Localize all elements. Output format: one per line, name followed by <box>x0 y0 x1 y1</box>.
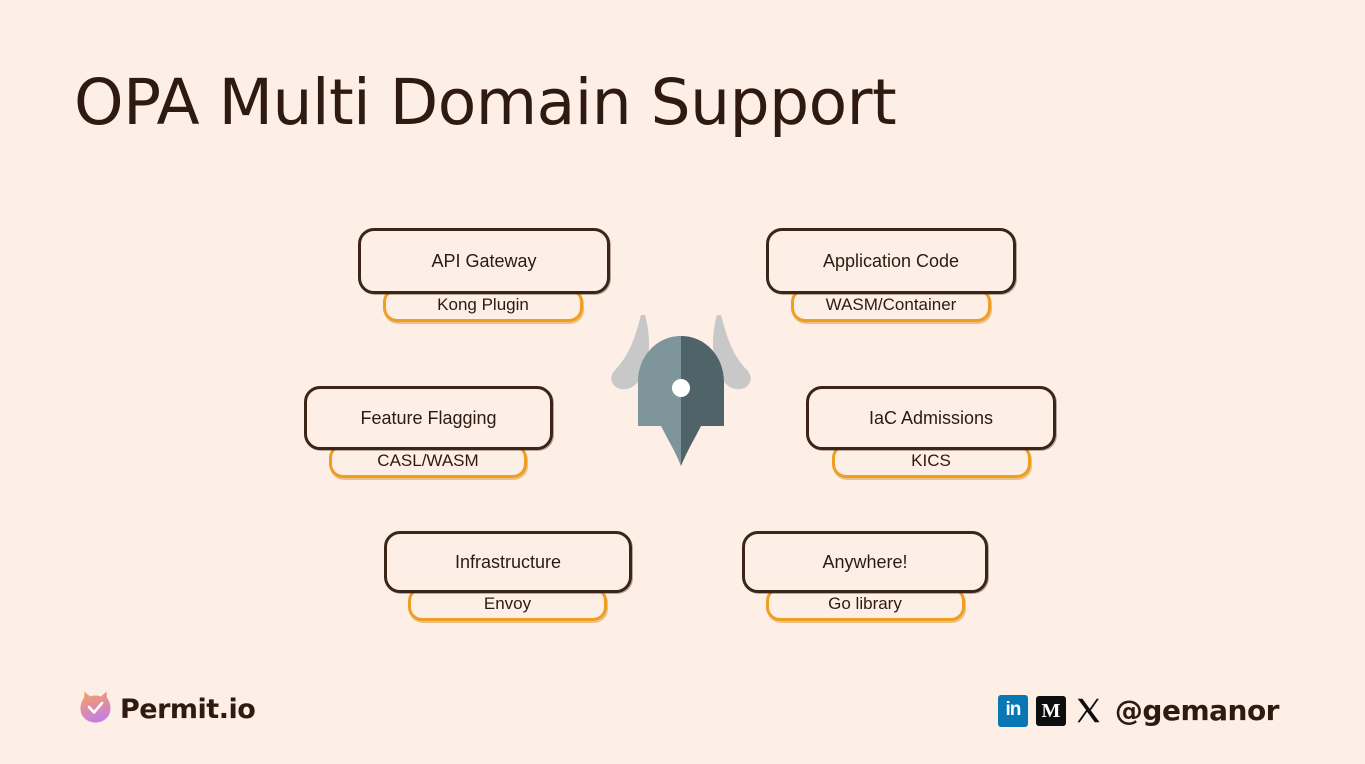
social-bar: in M @gemanor <box>997 694 1280 727</box>
node-label: Infrastructure <box>454 551 562 572</box>
node-sub-label: Kong Plugin <box>437 295 529 314</box>
node-sub-label: Go library <box>828 594 902 613</box>
node-iac-admissions[interactable]: IaC Admissions KICS <box>806 386 1056 478</box>
linkedin-icon-label: in <box>1005 699 1021 720</box>
node-main-box[interactable]: API Gateway <box>358 228 610 294</box>
node-main-box[interactable]: Infrastructure <box>384 531 632 593</box>
node-infrastructure[interactable]: Infrastructure Envoy <box>384 531 632 621</box>
permit-wordmark: Permit.io <box>120 694 256 725</box>
medium-icon-label: M <box>1041 699 1061 722</box>
opa-viking-helmet-icon <box>605 308 757 478</box>
linkedin-icon[interactable]: in <box>997 694 1028 727</box>
node-label: Anywhere! <box>822 551 908 572</box>
node-sub-label: Envoy <box>483 594 532 613</box>
node-sub-label: WASM/Container <box>825 295 957 314</box>
node-label: IaC Admissions <box>868 407 994 428</box>
permit-cat-icon <box>80 690 111 729</box>
node-anywhere[interactable]: Anywhere! Go library <box>742 531 988 621</box>
node-label: API Gateway <box>431 250 537 271</box>
node-main-box[interactable]: IaC Admissions <box>806 386 1056 450</box>
node-label: Feature Flagging <box>360 407 497 428</box>
node-main-box[interactable]: Feature Flagging <box>304 386 553 450</box>
x-twitter-icon[interactable] <box>1074 696 1103 726</box>
node-feature-flagging[interactable]: Feature Flagging CASL/WASM <box>304 386 553 478</box>
node-sub-label: KICS <box>911 451 951 470</box>
node-main-box[interactable]: Anywhere! <box>742 531 988 593</box>
page-title: OPA Multi Domain Support <box>74 66 897 139</box>
node-main-box[interactable]: Application Code <box>766 228 1016 294</box>
node-label: Application Code <box>822 250 960 271</box>
node-api-gateway[interactable]: API Gateway Kong Plugin <box>358 228 610 322</box>
node-sub-label: CASL/WASM <box>377 451 479 470</box>
node-application-code[interactable]: Application Code WASM/Container <box>766 228 1016 322</box>
permit-io-logo[interactable]: Permit.io <box>80 690 256 729</box>
medium-icon[interactable]: M <box>1035 695 1066 726</box>
social-handle: @gemanor <box>1114 694 1280 727</box>
